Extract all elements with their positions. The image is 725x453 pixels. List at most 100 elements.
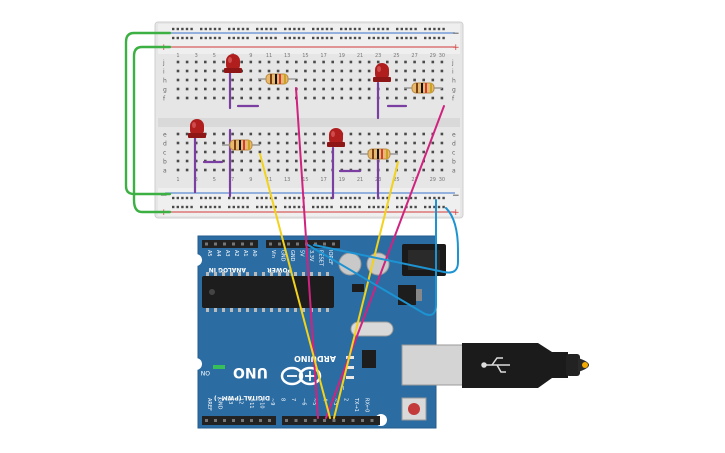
rail-hole[interactable] [204, 196, 207, 200]
digital-header-high[interactable] [282, 416, 380, 425]
red-led[interactable] [373, 63, 391, 82]
rail-hole[interactable] [246, 196, 249, 200]
breadboard-hole[interactable] [431, 168, 435, 172]
rail-hole[interactable] [321, 205, 324, 209]
rail-hole[interactable] [381, 36, 385, 40]
rail-hole[interactable] [265, 27, 268, 31]
breadboard-hole[interactable] [249, 159, 253, 163]
rail-hole[interactable] [185, 27, 189, 31]
analog-header[interactable] [202, 240, 258, 248]
breadboard-hole[interactable] [249, 150, 253, 154]
breadboard-hole[interactable] [422, 78, 425, 82]
breadboard-hole[interactable] [431, 96, 435, 100]
header-pin[interactable] [278, 242, 281, 246]
breadboard-hole[interactable] [440, 60, 444, 64]
breadboard-hole[interactable] [204, 150, 207, 154]
breadboard-hole[interactable] [431, 69, 435, 73]
breadboard-hole[interactable] [404, 141, 407, 145]
rail-hole[interactable] [349, 27, 352, 31]
breadboard-hole[interactable] [267, 159, 271, 163]
breadboard-hole[interactable] [358, 87, 362, 91]
breadboard-hole[interactable] [267, 132, 271, 136]
rail-hole[interactable] [368, 36, 371, 40]
digital-header-low[interactable] [202, 416, 276, 425]
rail-hole[interactable] [269, 27, 273, 31]
rail-hole[interactable] [260, 205, 263, 209]
rail-hole[interactable] [344, 36, 347, 40]
breadboard-hole[interactable] [258, 69, 262, 73]
breadboard-hole[interactable] [213, 78, 216, 82]
breadboard-hole[interactable] [267, 60, 271, 64]
breadboard-hole[interactable] [304, 87, 307, 91]
resistor[interactable] [404, 82, 442, 94]
rail-hole[interactable] [409, 27, 413, 31]
breadboard-hole[interactable] [395, 159, 398, 163]
breadboard-hole[interactable] [331, 60, 334, 64]
breadboard-hole[interactable] [367, 168, 371, 172]
wires[interactable] [124, 31, 459, 419]
rail-hole[interactable] [316, 196, 319, 200]
rail-hole[interactable] [396, 205, 399, 209]
rail-hole[interactable] [265, 36, 268, 40]
rail-hole[interactable] [256, 205, 259, 209]
header-pin[interactable] [205, 419, 208, 422]
rail-hole[interactable] [218, 205, 221, 209]
header-pin[interactable] [241, 242, 244, 246]
breadboard-hole[interactable] [367, 87, 371, 91]
breadboard-hole[interactable] [322, 168, 325, 172]
breadboard-hole[interactable] [204, 87, 207, 91]
rail-hole[interactable] [321, 36, 324, 40]
rail-hole[interactable] [349, 36, 352, 40]
breadboard-hole[interactable] [194, 168, 198, 172]
breadboard-hole[interactable] [240, 60, 243, 64]
rail-hole[interactable] [293, 205, 296, 209]
breadboard-hole[interactable] [176, 60, 180, 64]
rail-hole[interactable] [400, 205, 403, 209]
breadboard-hole[interactable] [422, 141, 425, 145]
breadboard-hole[interactable] [204, 141, 207, 145]
rail-hole[interactable] [260, 27, 263, 31]
breadboard-hole[interactable] [185, 96, 189, 100]
rail-hole[interactable] [433, 27, 436, 31]
breadboard-hole[interactable] [349, 141, 353, 145]
breadboard-hole[interactable] [358, 78, 362, 82]
breadboard-hole[interactable] [313, 141, 316, 145]
header-pin[interactable] [241, 419, 244, 422]
breadboard-hole[interactable] [295, 168, 298, 172]
rail-hole[interactable] [246, 27, 249, 31]
breadboard-hole[interactable] [222, 87, 225, 91]
breadboard-hole[interactable] [413, 159, 416, 163]
rail-hole[interactable] [185, 196, 189, 200]
rail-hole[interactable] [386, 27, 389, 31]
rail-hole[interactable] [176, 27, 179, 31]
breadboard-hole[interactable] [413, 150, 416, 154]
breadboard-hole[interactable] [367, 132, 371, 136]
rail-hole[interactable] [368, 27, 371, 31]
breadboard-hole[interactable] [358, 132, 362, 136]
rail-hole[interactable] [400, 196, 403, 200]
breadboard-hole[interactable] [240, 87, 243, 91]
rail-hole[interactable] [185, 205, 189, 209]
rail-hole[interactable] [284, 36, 287, 40]
breadboard-hole[interactable] [231, 96, 234, 100]
breadboard-hole[interactable] [204, 168, 207, 172]
rail-hole[interactable] [237, 27, 240, 31]
resistor[interactable] [258, 73, 296, 85]
rail-hole[interactable] [424, 205, 427, 209]
breadboard-hole[interactable] [276, 87, 280, 91]
rail-hole[interactable] [340, 27, 343, 31]
breadboard-hole[interactable] [222, 78, 225, 82]
rail-hole[interactable] [396, 36, 399, 40]
breadboard-hole[interactable] [276, 150, 280, 154]
breadboard-hole[interactable] [194, 150, 198, 154]
breadboard-hole[interactable] [285, 60, 289, 64]
rail-hole[interactable] [377, 27, 380, 31]
breadboard-hole[interactable] [304, 96, 307, 100]
breadboard-hole[interactable] [231, 132, 234, 136]
rail-hole[interactable] [442, 205, 445, 209]
header-pin[interactable] [223, 419, 226, 422]
breadboard-hole[interactable] [404, 132, 407, 136]
rail-hole[interactable] [172, 36, 175, 40]
rail-hole[interactable] [316, 36, 319, 40]
